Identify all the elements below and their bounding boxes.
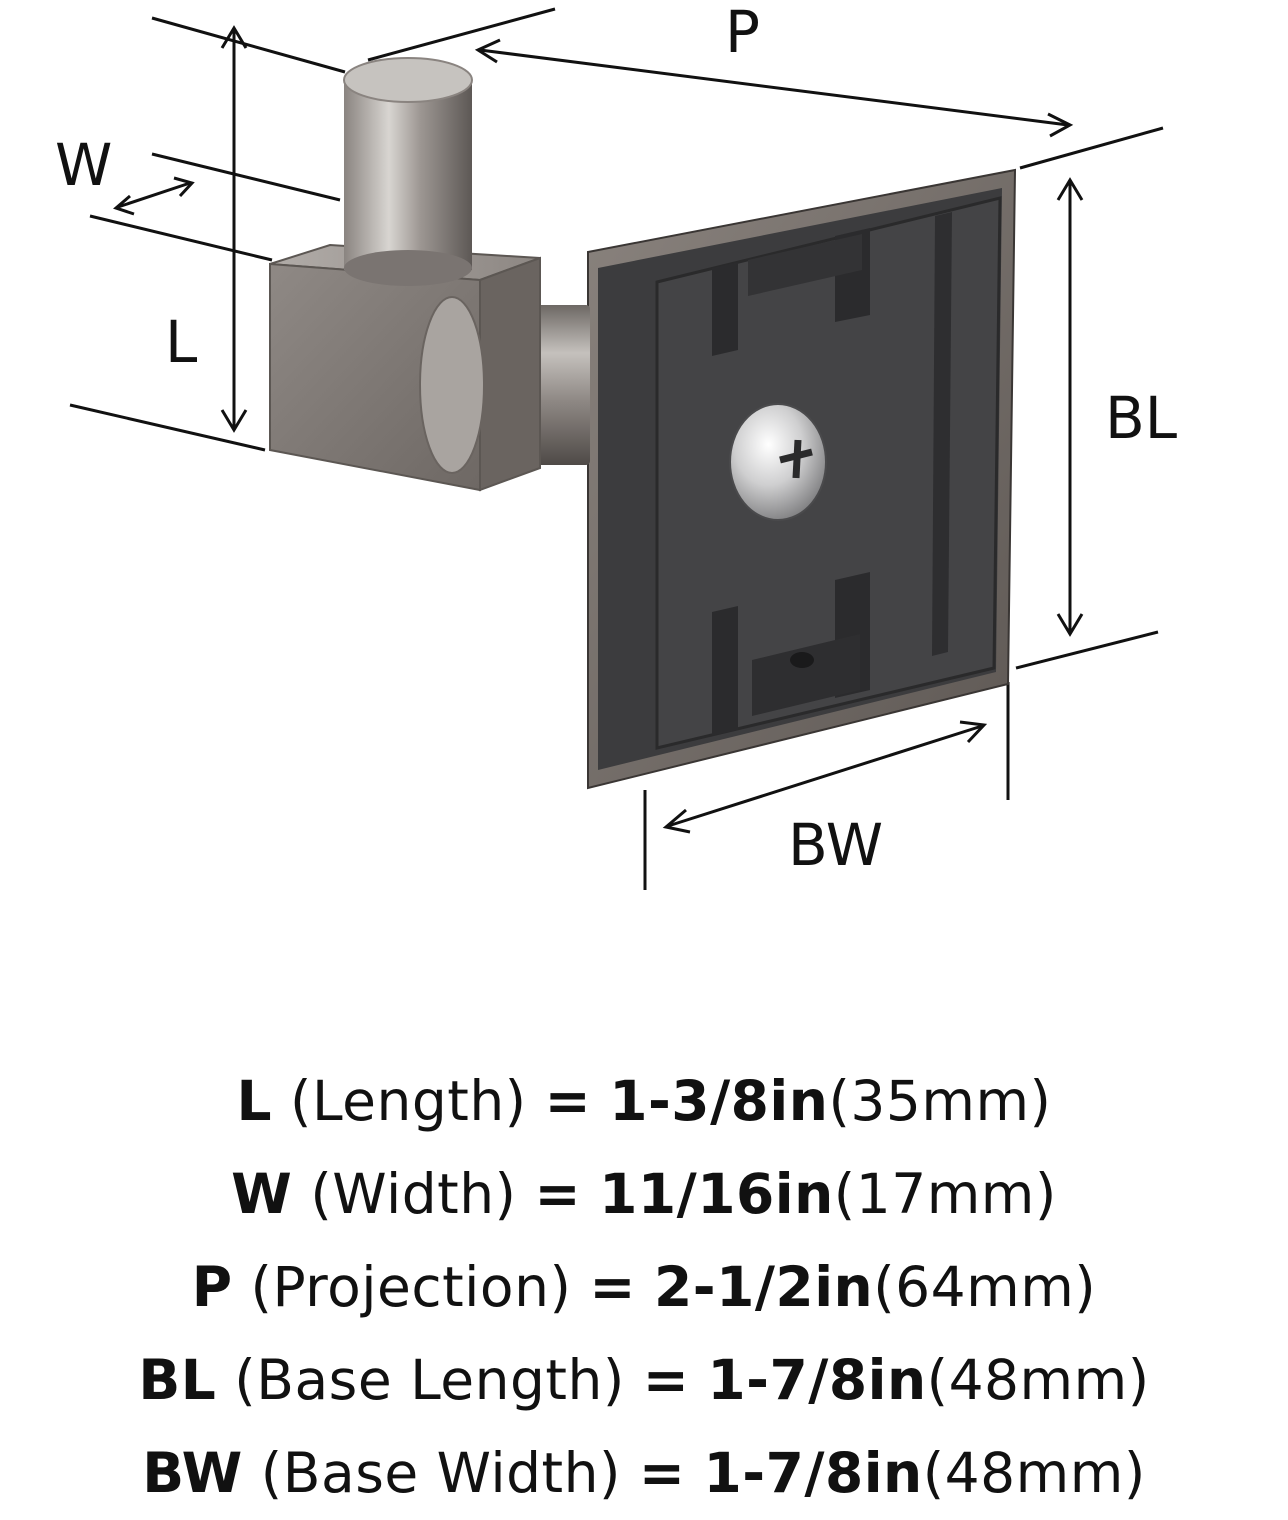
- spec-code: P: [191, 1255, 233, 1319]
- spec-metric: (35mm): [828, 1069, 1052, 1133]
- spec-equals: =: [534, 1162, 582, 1226]
- spec-code: L: [236, 1069, 273, 1133]
- spec-row-length: L (Length) = 1-3/8in(35mm): [0, 1055, 1288, 1148]
- spec-imperial: 11/16in: [599, 1162, 834, 1226]
- spec-equals: =: [642, 1348, 690, 1412]
- spec-equals: =: [638, 1441, 686, 1505]
- spec-metric: (64mm): [873, 1255, 1097, 1319]
- hook-post: [343, 57, 473, 286]
- spec-name: (Base Width): [260, 1441, 621, 1505]
- spec-imperial: 1-7/8in: [707, 1348, 927, 1412]
- dimension-label-p: P: [725, 0, 760, 66]
- spec-row-projection: P (Projection) = 2-1/2in(64mm): [0, 1241, 1288, 1334]
- dimension-label-bw: BW: [788, 811, 883, 879]
- product-dimension-diagram: P W L BL BW: [55, 0, 1177, 890]
- dimension-label-l: L: [165, 308, 197, 376]
- spec-imperial: 1-3/8in: [609, 1069, 829, 1133]
- spec-imperial: 1-7/8in: [703, 1441, 923, 1505]
- spec-name: (Width): [310, 1162, 517, 1226]
- spec-metric: (48mm): [926, 1348, 1150, 1412]
- dimension-label-bl: BL: [1105, 384, 1177, 452]
- spec-code: BW: [142, 1441, 243, 1505]
- spec-row-base-length: BL (Base Length) = 1-7/8in(48mm): [0, 1334, 1288, 1427]
- spec-row-base-width: BW (Base Width) = 1-7/8in(48mm): [0, 1427, 1288, 1520]
- spec-name: (Length): [290, 1069, 527, 1133]
- spec-imperial: 2-1/2in: [653, 1255, 874, 1319]
- mounting-screw: [729, 403, 827, 521]
- spec-equals: =: [589, 1255, 636, 1319]
- spec-name: (Base Length): [234, 1348, 625, 1412]
- spec-row-width: W (Width) = 11/16in(17mm): [0, 1148, 1288, 1241]
- spec-metric: (17mm): [833, 1162, 1057, 1226]
- spec-name: (Projection): [250, 1255, 572, 1319]
- dimension-label-w: W: [55, 131, 112, 199]
- spec-equals: =: [544, 1069, 592, 1133]
- spec-code: BL: [138, 1348, 217, 1412]
- specification-list: L (Length) = 1-3/8in(35mm) W (Width) = 1…: [0, 1055, 1288, 1520]
- spec-code: W: [231, 1162, 293, 1226]
- spec-metric: (48mm): [922, 1441, 1146, 1505]
- dimension-lines: [69, 7, 1164, 890]
